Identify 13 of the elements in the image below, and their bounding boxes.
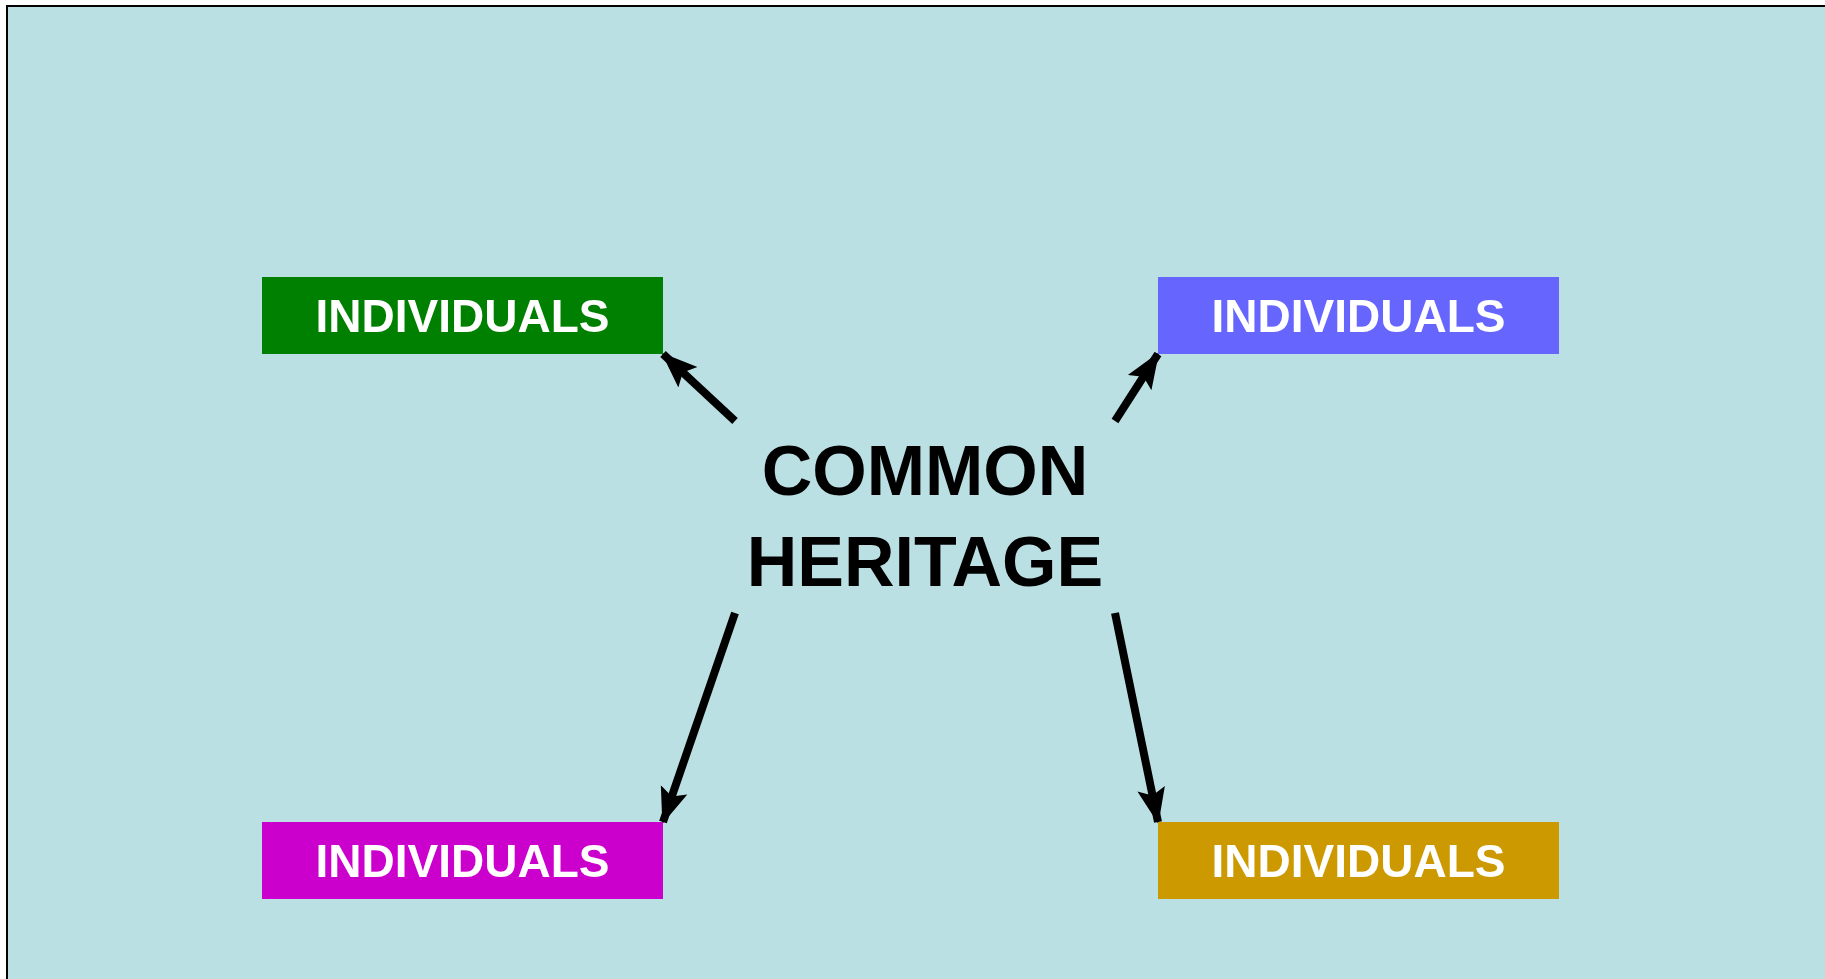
arrow <box>1111 612 1165 824</box>
label-box <box>262 277 663 354</box>
arrow <box>1111 351 1162 424</box>
label-box <box>262 822 663 899</box>
label-box <box>1158 277 1559 354</box>
arrow <box>659 611 739 824</box>
label-box <box>1158 822 1559 899</box>
arrow <box>660 351 738 424</box>
box-label: INDIVIDUALS <box>315 833 610 888</box>
box-label: INDIVIDUALS <box>1211 833 1506 888</box>
box-label: INDIVIDUALS <box>1211 288 1506 343</box>
center-heading: COMMON HERITAGE <box>745 431 1105 603</box>
box-label: INDIVIDUALS <box>315 288 610 343</box>
